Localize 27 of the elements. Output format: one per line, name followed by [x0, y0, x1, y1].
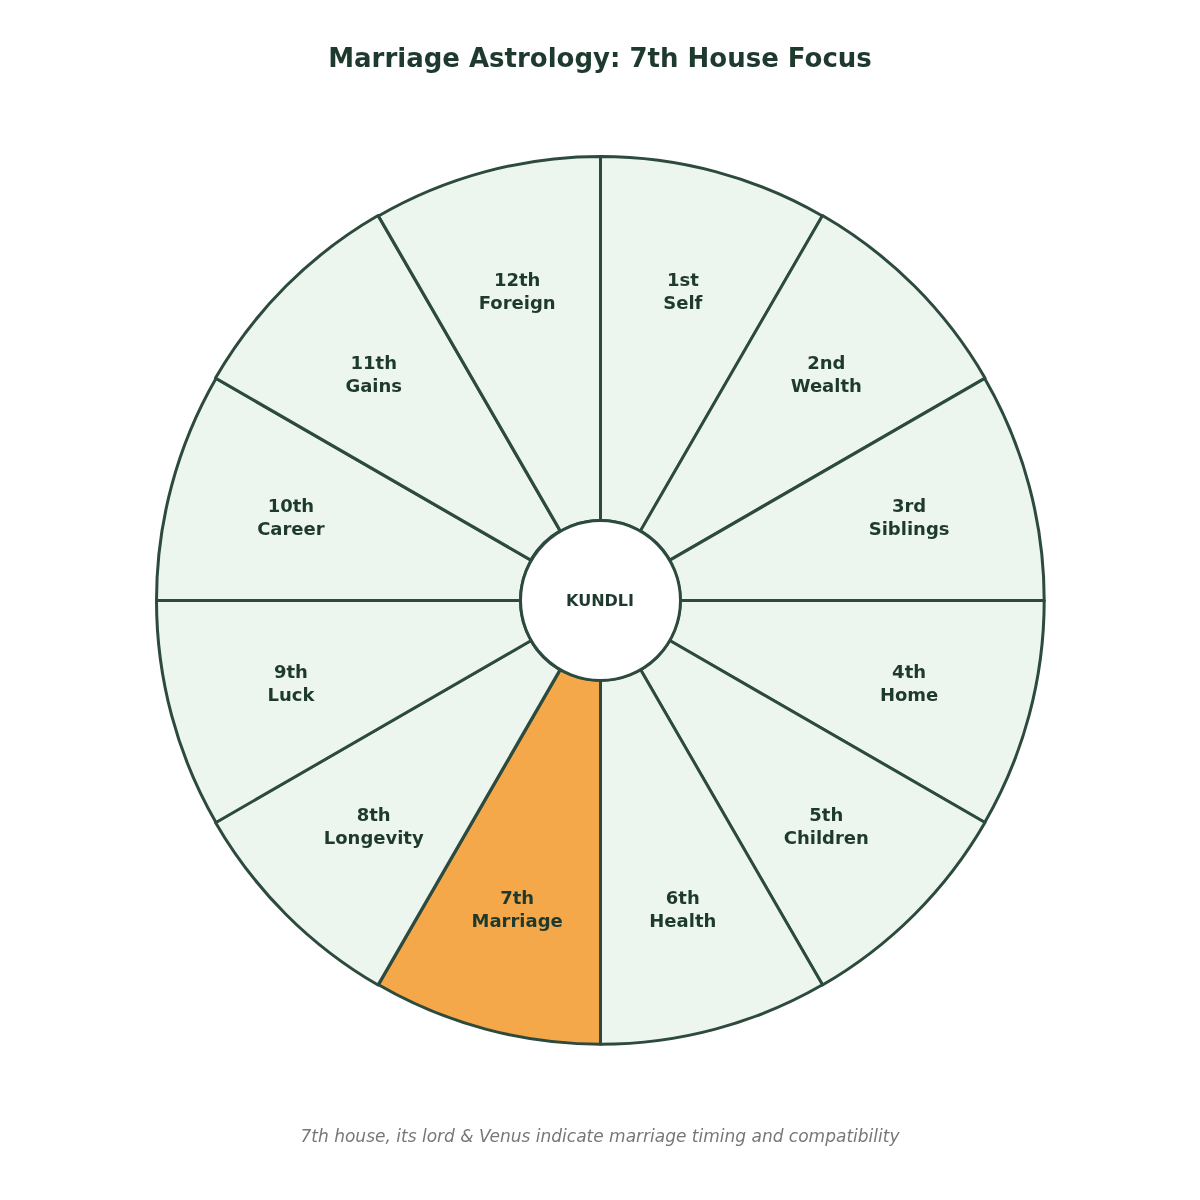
house-meaning: Children — [783, 826, 869, 850]
house-meaning: Siblings — [868, 517, 950, 541]
house-meaning: Health — [649, 909, 717, 933]
house-number: 7th — [500, 886, 535, 910]
house-meaning: Career — [257, 517, 325, 541]
house-meaning: Foreign — [478, 290, 556, 314]
house-number: 12th — [493, 267, 541, 291]
house-meaning: Wealth — [790, 373, 862, 397]
house-number: 10th — [267, 494, 315, 518]
title: Marriage Astrology: 7th House Focus — [328, 42, 872, 75]
center-label: KUNDLI — [566, 589, 634, 612]
house-meaning: Home — [879, 682, 939, 706]
house-number: 5th — [809, 803, 844, 827]
house-number: 11th — [350, 350, 397, 374]
house-number: 6th — [665, 886, 700, 910]
house-meaning: Self — [663, 290, 703, 314]
house-meaning: Longevity — [323, 826, 424, 850]
house-number: 8th — [356, 803, 391, 827]
house-number: 4th — [892, 659, 927, 683]
house-meaning: Marriage — [471, 909, 563, 933]
house-number: 1st — [666, 267, 699, 291]
caption: 7th house, its lord & Venus indicate marriage timing and compatibility — [300, 1125, 900, 1148]
house-meaning: Luck — [267, 682, 315, 706]
house-meaning: Gains — [345, 373, 403, 397]
house-number: 2nd — [807, 350, 846, 374]
house-number: 9th — [273, 659, 308, 683]
house-number: 3rd — [891, 494, 927, 518]
